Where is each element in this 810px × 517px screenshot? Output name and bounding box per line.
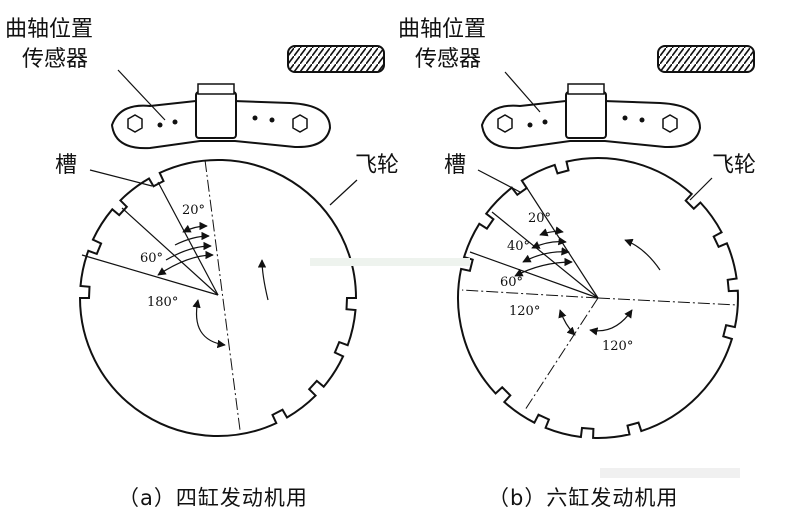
hex-bolt-icon <box>662 114 678 133</box>
sensor-label-line1: 曲轴位置 <box>5 17 93 42</box>
slot-label: 槽 <box>444 153 466 178</box>
slot-label: 槽 <box>55 153 77 178</box>
hex-bolt-icon <box>127 114 143 133</box>
angle-label-120: 120° <box>602 339 633 354</box>
flywheel-label: 飞轮 <box>355 153 399 178</box>
diagram-six-cylinder: 曲轴位置 传感器 槽 飞轮 20° 40° 60° 120° 120° （b）六… <box>398 17 756 510</box>
diagram-four-cylinder: 曲轴位置 传感器 槽 飞轮 20° 60° 180° （a）四缸发动机用 <box>5 17 399 510</box>
flywheel-right <box>457 157 739 439</box>
angle-label-180: 180° <box>147 295 178 310</box>
angle-label-20: 20° <box>182 203 205 218</box>
caption-left: （a）四缸发动机用 <box>118 486 308 510</box>
angle-label-40: 40° <box>507 239 530 254</box>
sensor-label-line2: 传感器 <box>22 47 88 72</box>
angle-label-120: 120° <box>509 304 540 319</box>
hex-bolt-icon <box>292 114 308 133</box>
angle-label-20: 20° <box>528 211 551 226</box>
caption-right: （b）六缸发动机用 <box>488 486 678 510</box>
flywheel-label: 飞轮 <box>712 153 756 178</box>
sensor-assembly-left <box>110 45 385 150</box>
flywheel-left <box>78 159 358 437</box>
sensor-coil-left <box>287 45 385 73</box>
watermark-strip <box>600 468 740 478</box>
sensor-label-line1: 曲轴位置 <box>398 17 486 42</box>
sensor-label-line2: 传感器 <box>415 47 481 72</box>
hex-bolt-icon <box>497 114 513 133</box>
sensor-assembly-right <box>480 45 755 150</box>
sensor-coil-right <box>657 45 755 73</box>
angle-label-60: 60° <box>500 275 523 290</box>
watermark-strip <box>310 258 470 266</box>
angle-label-60: 60° <box>140 251 163 266</box>
